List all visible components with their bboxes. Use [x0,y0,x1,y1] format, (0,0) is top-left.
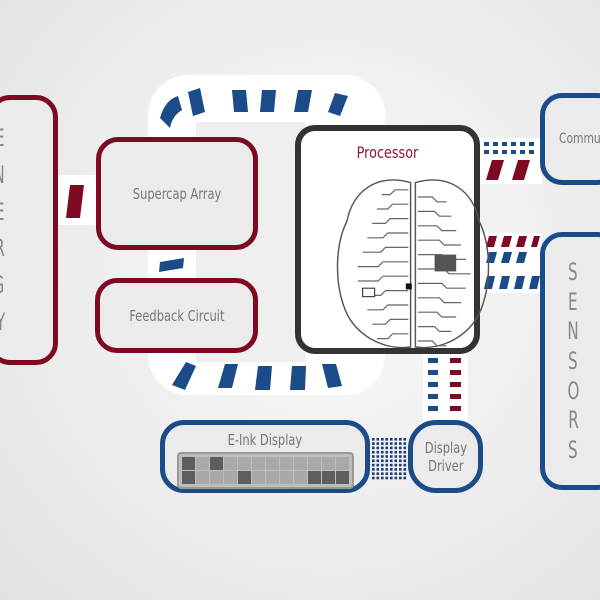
feedback-label: Feedback Circuit [128,306,225,325]
processor-block[interactable]: Processor [295,125,490,354]
sensors-block[interactable]: S E N S O R S [540,232,600,490]
sensors-letter: O [567,376,579,405]
eink-bus-dots [372,438,407,480]
sensors-letter: S [568,346,578,375]
eink-pixel-grid [176,452,354,489]
eink-pixel [265,471,279,484]
eink-pixel [293,471,307,484]
processor-label: Processor [356,143,419,162]
sensors-letter: R [567,406,579,435]
circuit-brain-icon [336,179,490,349]
eink-pixel [209,471,223,484]
eink-pixel [209,457,223,470]
eink-pixel [237,471,251,484]
eink-pixel [195,471,209,484]
sensors-letter: E [568,287,578,316]
driver-label-line2: Driver [427,456,464,475]
eink-pixel [223,457,237,470]
energy-letter: Y [0,310,5,334]
eink-pixel [335,457,349,470]
energy-letter: E [0,200,5,224]
energy-letter: N [0,163,5,187]
sensors-letter: S [568,257,578,286]
eink-display-block[interactable]: E-Ink Display [160,420,370,493]
eink-pixel [265,457,279,470]
energy-letter: G [0,273,4,297]
communication-block[interactable]: Commu [540,93,600,185]
eink-pixel [237,457,251,470]
supercap-label: Supercap Array [132,184,222,203]
eink-pixel [279,457,293,470]
driver-bus-dashes [428,358,461,411]
power-loop-dashes [159,88,348,390]
eink-pixel [335,471,349,484]
communication-label: Commu [559,131,600,147]
eink-pixel [181,457,195,470]
eink-pixel [251,471,265,484]
supercap-array-block[interactable]: Supercap Array [96,137,258,250]
sensors-letter: N [567,317,579,346]
eink-pixel [279,471,293,484]
display-driver-block[interactable]: Display Driver [408,420,483,493]
driver-label-line1: Display [424,438,467,457]
eink-label: E-Ink Display [227,431,303,449]
energy-block[interactable]: E N E R G Y [0,95,58,365]
energy-letter: R [0,236,5,260]
eink-pixel [251,457,265,470]
eink-pixel [321,471,335,484]
sensors-letter: S [568,436,578,465]
feedback-circuit-block[interactable]: Feedback Circuit [95,278,258,353]
eink-pixel [307,457,321,470]
eink-pixel [181,471,195,484]
eink-pixel [293,457,307,470]
eink-pixel [195,457,209,470]
eink-pixel [321,457,335,470]
energy-letter: E [0,126,5,150]
eink-pixel [307,471,321,484]
eink-pixel [223,471,237,484]
